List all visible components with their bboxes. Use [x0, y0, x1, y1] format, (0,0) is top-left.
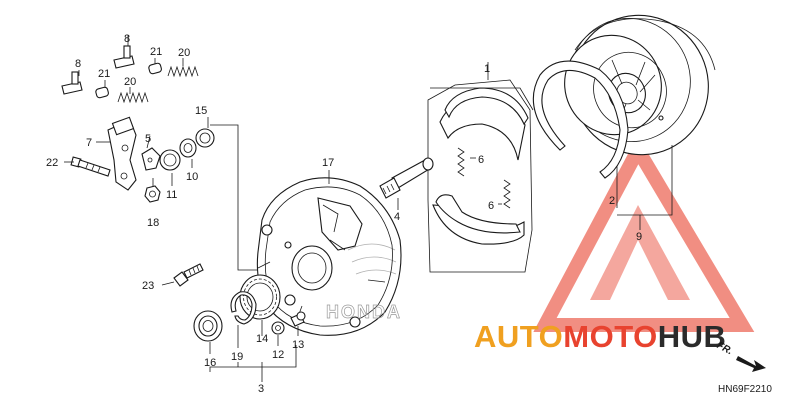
collar-21-lower [95, 86, 109, 99]
callout-20a: 20 [178, 47, 190, 59]
front-direction-marker: FR. [715, 340, 766, 372]
callout-6b: 6 [488, 200, 494, 212]
brake-cam [379, 157, 434, 199]
callout-6a: 6 [478, 154, 484, 166]
callout-7: 7 [86, 137, 92, 149]
front-arrow-icon [736, 356, 766, 372]
hub-bearing [239, 274, 281, 320]
callout-20b: 20 [124, 76, 136, 88]
callout-9: 9 [636, 231, 642, 243]
callout-21a: 21 [150, 46, 162, 58]
brake-drum [564, 14, 716, 156]
washer-15 [195, 128, 215, 148]
callout-2: 2 [609, 195, 615, 207]
callout-8a: 8 [124, 33, 130, 45]
circlip [230, 291, 257, 325]
brake-arm [107, 116, 137, 191]
honda-emboss-text: HONDA [326, 302, 402, 322]
callout-8b: 8 [75, 58, 81, 70]
watermark-moto: MOTO [563, 319, 657, 354]
callout-23: 23 [142, 280, 154, 292]
honda-wing-emboss [347, 243, 397, 275]
felt-seal-10 [179, 138, 197, 158]
callout-19: 19 [231, 351, 243, 363]
front-marker-label: FR. [715, 340, 734, 357]
nut-18 [144, 185, 161, 203]
brake-shoe-set [427, 79, 533, 273]
watermark-text: AUTOMOTOHUB [474, 319, 726, 354]
cam-seal-11 [159, 149, 181, 171]
callout-12: 12 [272, 349, 284, 361]
callout-10: 10 [186, 171, 198, 183]
washer-small [271, 321, 285, 335]
callout-11: 11 [166, 189, 177, 201]
flange-bolt-23 [173, 263, 204, 287]
callout-17: 17 [322, 157, 334, 169]
drum-seal-ring [532, 60, 629, 179]
callout-3: 3 [258, 383, 264, 395]
watermark-auto: AUTO [474, 319, 563, 354]
pinch-bolt-22 [70, 156, 111, 177]
callout-22: 22 [46, 157, 58, 169]
shoe-spring-upper [457, 147, 465, 177]
callout-21b: 21 [98, 68, 110, 80]
callout-13: 13 [292, 339, 304, 351]
spring-20-upper [167, 65, 199, 78]
collar-21-upper [148, 62, 162, 75]
svg-text:AUTOMOTOHUB: AUTOMOTOHUB [474, 319, 726, 354]
dust-seal [193, 310, 223, 342]
spring-20-lower [117, 91, 149, 104]
leader-lines [64, 35, 673, 382]
diagram-code: HN69F2210 [718, 384, 772, 395]
callout-15: 15 [195, 105, 207, 117]
watermark-hub: HUB [658, 319, 727, 354]
callout-5: 5 [145, 133, 151, 145]
brake-panel: HONDA [256, 177, 402, 336]
pin-8-lower [61, 71, 83, 95]
watermark-triangle-icon [533, 135, 755, 332]
callout-1: 1 [484, 63, 490, 75]
callout-14: 14 [256, 333, 268, 345]
bolt-small [290, 311, 306, 327]
callout-16: 16 [204, 357, 216, 369]
watermark-logo [533, 135, 755, 332]
shoe-spring-lower [503, 179, 511, 209]
callout-18: 18 [147, 217, 159, 229]
callout-4: 4 [394, 211, 400, 223]
wear-indicator-plate [141, 147, 161, 171]
pin-8-upper [113, 45, 135, 69]
callout-labels: 1 2 3 4 5 6 6 7 8 8 9 10 11 12 13 14 15 … [46, 33, 642, 395]
